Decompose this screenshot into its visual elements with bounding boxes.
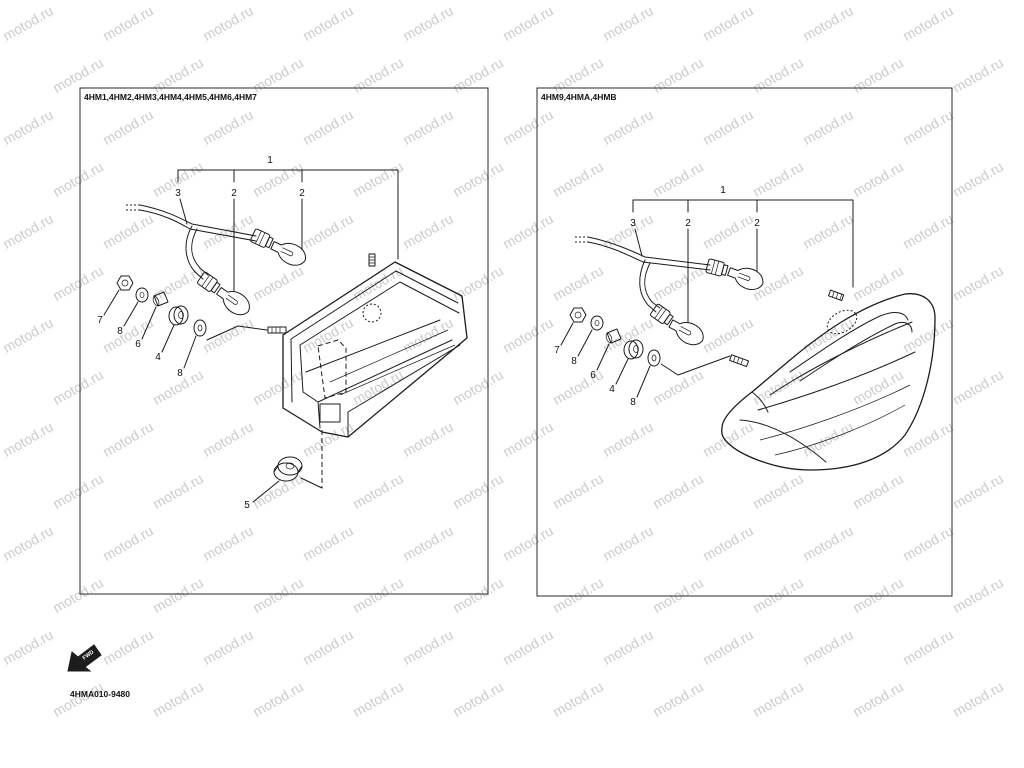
callout-2: 2 bbox=[231, 188, 237, 199]
leader-line bbox=[123, 301, 139, 327]
washer bbox=[647, 349, 661, 367]
leader-line bbox=[183, 335, 197, 369]
leader-line bbox=[141, 306, 157, 340]
callout-4: 4 bbox=[609, 384, 615, 395]
leader-line bbox=[179, 198, 188, 225]
callout-7: 7 bbox=[97, 315, 103, 326]
leader-line bbox=[636, 365, 651, 398]
collar bbox=[605, 328, 622, 344]
figure-code: 4HMA010-9480 bbox=[70, 689, 130, 699]
callout-5: 5 bbox=[244, 500, 250, 511]
callout-3: 3 bbox=[630, 218, 636, 229]
callout-2: 2 bbox=[685, 218, 691, 229]
assembly-line bbox=[206, 325, 268, 341]
collar bbox=[152, 291, 169, 307]
callout-8: 8 bbox=[117, 326, 123, 337]
callout-6: 6 bbox=[590, 370, 596, 381]
callout-1: 1 bbox=[267, 155, 273, 166]
assembly-line bbox=[660, 355, 731, 376]
right-panel-frame bbox=[536, 87, 953, 597]
callout-7: 7 bbox=[554, 345, 560, 356]
mounting-bolt bbox=[828, 289, 845, 302]
leader-line bbox=[560, 322, 574, 346]
bulb bbox=[270, 241, 306, 266]
leader-line bbox=[596, 343, 610, 371]
callout-8: 8 bbox=[571, 356, 577, 367]
nut bbox=[116, 275, 134, 291]
left-panel-title: 4HM1,4HM2,4HM3,4HM4,4HM5,4HM6,4HM7 bbox=[84, 92, 257, 102]
leader-line bbox=[615, 358, 629, 385]
fwd-arrow-icon: FWD bbox=[67, 644, 102, 672]
callout-6: 6 bbox=[135, 339, 141, 350]
tail-light-housing bbox=[721, 293, 936, 471]
leader-line bbox=[103, 289, 120, 316]
mounting-bolt bbox=[267, 326, 287, 334]
grommet bbox=[273, 456, 303, 482]
bulb bbox=[668, 319, 704, 346]
callout-2: 2 bbox=[299, 188, 305, 199]
left-panel-frame bbox=[79, 87, 489, 595]
wire-harness bbox=[575, 236, 711, 313]
callout-bracket bbox=[177, 169, 399, 292]
washer bbox=[193, 319, 207, 337]
mounting-bolt bbox=[729, 354, 750, 368]
grommet bbox=[168, 305, 189, 326]
tail-light-housing bbox=[282, 261, 468, 438]
bulb-socket bbox=[250, 228, 274, 249]
bulb-socket bbox=[705, 258, 729, 277]
wire-harness bbox=[126, 204, 257, 280]
callout-bracket bbox=[632, 199, 854, 323]
leader-line bbox=[634, 228, 643, 257]
bulb-socket bbox=[197, 271, 221, 294]
bulb bbox=[727, 267, 764, 291]
bulb-socket bbox=[650, 303, 674, 326]
grommet bbox=[623, 339, 644, 360]
left-panel: 4HM1,4HM2,4HM3,4HM4,4HM5,4HM6,4HM7 1 3 2… bbox=[79, 87, 489, 595]
leader-line bbox=[252, 480, 280, 503]
washer bbox=[590, 315, 604, 331]
right-panel: 4HM9,4HMA,4HMB 1 3 2 2 bbox=[536, 87, 953, 597]
right-panel-title: 4HM9,4HMA,4HMB bbox=[541, 92, 617, 102]
nut bbox=[569, 307, 587, 323]
mounting-bolt bbox=[368, 253, 376, 267]
bulb bbox=[216, 287, 250, 316]
leader-line bbox=[577, 329, 593, 357]
leader-line bbox=[161, 324, 175, 353]
callout-2: 2 bbox=[754, 218, 760, 229]
callout-8: 8 bbox=[630, 397, 636, 408]
callout-4: 4 bbox=[155, 352, 161, 363]
assembly-line bbox=[300, 477, 323, 489]
callout-8: 8 bbox=[177, 368, 183, 379]
washer bbox=[135, 287, 149, 303]
callout-1: 1 bbox=[720, 185, 726, 196]
callout-3: 3 bbox=[175, 188, 181, 199]
